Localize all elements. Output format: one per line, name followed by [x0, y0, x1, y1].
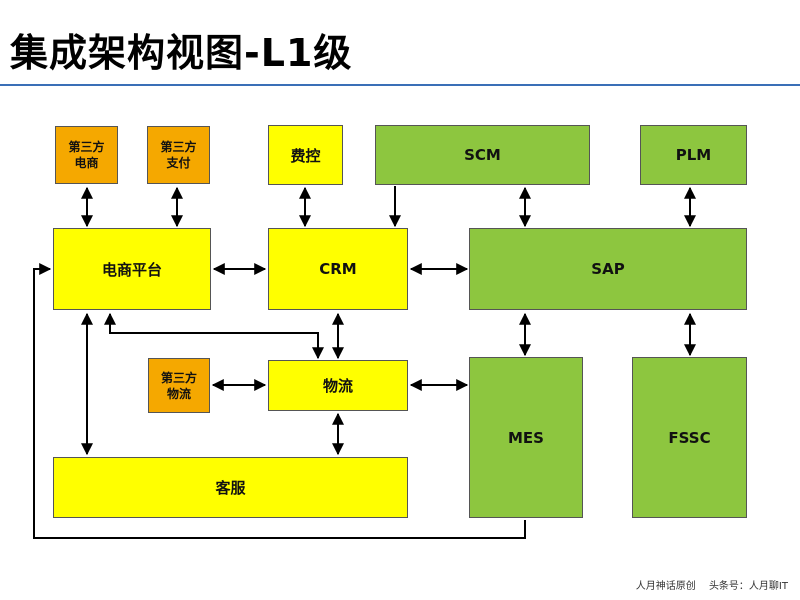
crm-label: CRM — [319, 260, 357, 278]
sap-label: SAP — [591, 260, 625, 278]
sap-box[interactable]: SAP — [469, 228, 747, 310]
ecommerce-platform-label: 电商平台 — [101, 260, 162, 279]
platform-to-logistics-arrow — [104, 312, 324, 360]
footer-account: 头条号：人月聊IT — [708, 581, 788, 592]
title-divider — [0, 84, 800, 86]
third-party-payment-label: 第三方 支付 — [160, 140, 197, 170]
logistics-label: 物流 — [322, 377, 353, 395]
mes-box[interactable]: MES — [469, 357, 583, 518]
mes-to-platform-loop — [33, 263, 526, 539]
third-party-ecommerce-box[interactable]: 第三方 电商 — [55, 126, 118, 184]
third-party-logistics-label: 第三方 物流 — [160, 370, 197, 401]
expense-control-box[interactable]: 费控 — [268, 125, 343, 185]
footer-original: 人月神话原创 — [635, 581, 696, 592]
customer-service-label: 客服 — [215, 479, 246, 497]
fssc-label: FSSC — [668, 428, 711, 447]
page-title: 集成架构视图-L1级 — [10, 31, 353, 75]
third-party-payment-box[interactable]: 第三方 支付 — [147, 126, 210, 184]
scm-box[interactable]: SCM — [375, 125, 590, 185]
plm-box[interactable]: PLM — [640, 125, 747, 185]
third-party-ecommerce-label: 第三方 电商 — [68, 140, 105, 170]
fssc-box[interactable]: FSSC — [632, 357, 747, 518]
crm-box[interactable]: CRM — [268, 228, 408, 310]
expense-control-label: 费控 — [290, 146, 321, 165]
mes-label: MES — [508, 428, 544, 447]
footer-credit: 人月神话原创 头条号：人月聊IT — [626, 580, 788, 594]
ecommerce-platform-box[interactable]: 电商平台 — [53, 228, 211, 310]
plm-label: PLM — [675, 146, 712, 164]
customer-service-box[interactable]: 客服 — [53, 457, 408, 518]
third-party-logistics-box[interactable]: 第三方 物流 — [148, 358, 210, 413]
scm-label: SCM — [464, 146, 501, 164]
logistics-box[interactable]: 物流 — [268, 360, 408, 411]
